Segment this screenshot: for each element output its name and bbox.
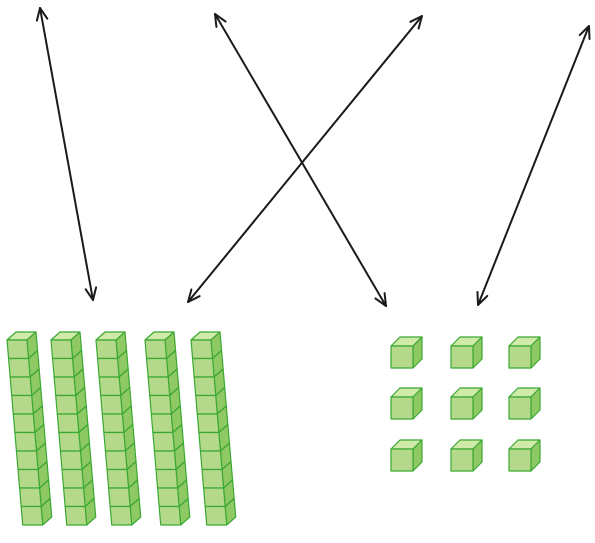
rod-cube [64, 497, 97, 526]
rod-cube [190, 331, 223, 360]
arrow-right-diagonal [476, 25, 591, 306]
tens-rod [6, 331, 53, 526]
unit-cube [390, 439, 423, 472]
unit-cube [508, 387, 541, 420]
arrow-cross-down-left [187, 15, 423, 303]
rod-cube [51, 349, 84, 378]
tens-rods-group [6, 331, 237, 526]
rod-cube [145, 349, 178, 378]
rod-cube [96, 349, 129, 378]
rod-cube [11, 386, 43, 415]
unit-cube [450, 387, 483, 420]
rod-cube [202, 479, 235, 508]
rod-cube [50, 331, 83, 360]
rod-cube [109, 497, 142, 526]
unit-cube [390, 336, 423, 369]
tens-rod [50, 331, 97, 526]
tens-rod [95, 331, 142, 526]
rod-cube [56, 405, 89, 434]
rod-cube [106, 460, 139, 489]
unit-cubes-group [390, 336, 541, 472]
rod-cube [204, 497, 237, 526]
rod-cube [98, 368, 131, 397]
tens-rod [190, 331, 237, 526]
rod-cube [198, 423, 231, 452]
unit-cube [390, 387, 423, 420]
rod-cube [195, 386, 227, 415]
tens-rod [144, 331, 191, 526]
rod-cube [53, 368, 86, 397]
rod-cube [6, 331, 39, 360]
rod-cube [14, 423, 47, 452]
unit-cube [508, 439, 541, 472]
rod-cube [201, 460, 234, 489]
unit-cube [450, 336, 483, 369]
rod-cube [196, 405, 229, 434]
rod-cube [15, 442, 48, 471]
unit-cube [450, 439, 483, 472]
rod-cube [149, 386, 181, 415]
rod-cube [158, 497, 191, 526]
arrow-cross-down-right [214, 13, 387, 307]
rod-cube [20, 497, 53, 526]
arrow-left-vertical [35, 7, 98, 301]
rod-cube [155, 460, 188, 489]
unit-cube [508, 336, 541, 369]
arrows-group [35, 7, 591, 307]
